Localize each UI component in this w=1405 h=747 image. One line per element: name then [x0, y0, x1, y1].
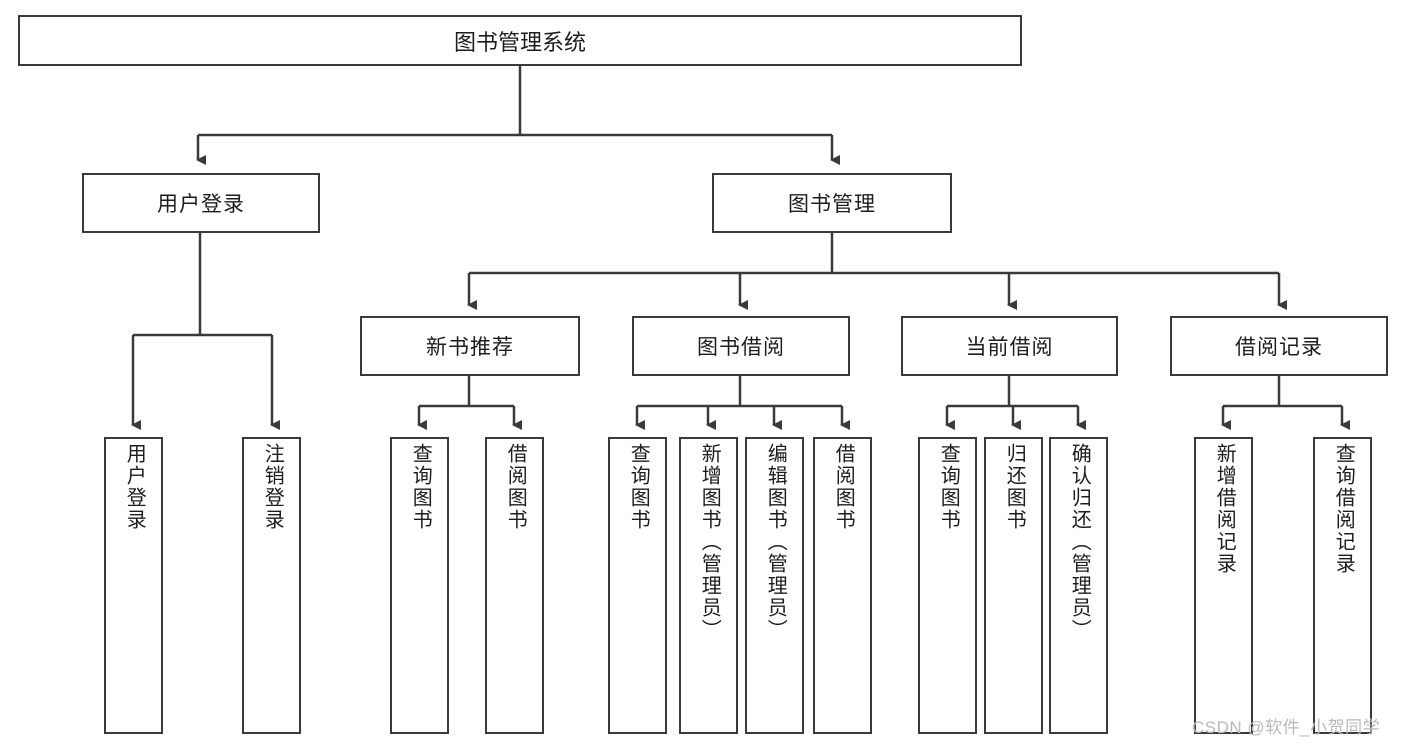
node-book-borrow-label: 图书借阅 [697, 336, 785, 359]
leaf-current-borrow-query[interactable]: 查询图书 [918, 437, 977, 734]
leaf-label: 查询借阅记录 [1332, 443, 1355, 575]
node-book-management-label: 图书管理 [788, 193, 876, 216]
leaf-label: 查询图书 [937, 443, 960, 531]
leaf-label: 注销登录 [261, 443, 284, 531]
leaf-book-borrow-add[interactable]: 新增图书（管理员） [679, 437, 738, 734]
node-book-borrow[interactable]: 图书借阅 [632, 316, 850, 376]
node-borrow-record-label: 借阅记录 [1235, 336, 1323, 359]
node-user-login[interactable]: 用户登录 [82, 173, 320, 233]
leaf-new-book-borrow[interactable]: 借阅图书 [485, 437, 544, 734]
leaf-label: 确认归还（管理员） [1068, 443, 1091, 641]
leaf-current-borrow-return[interactable]: 归还图书 [984, 437, 1043, 734]
watermark: CSDN @软件_小贺同学 [1192, 718, 1381, 737]
leaf-user-login-login[interactable]: 用户登录 [104, 437, 163, 734]
leaf-label: 借阅图书 [504, 443, 527, 531]
leaf-label: 编辑图书（管理员） [764, 443, 787, 641]
leaf-book-borrow-query[interactable]: 查询图书 [608, 437, 667, 734]
node-current-borrow[interactable]: 当前借阅 [901, 316, 1118, 376]
leaf-new-book-query[interactable]: 查询图书 [390, 437, 449, 734]
leaf-borrow-record-add[interactable]: 新增借阅记录 [1194, 437, 1253, 734]
node-new-book-recommend[interactable]: 新书推荐 [360, 316, 580, 376]
node-current-borrow-label: 当前借阅 [965, 336, 1054, 359]
node-borrow-record[interactable]: 借阅记录 [1170, 316, 1388, 376]
node-root[interactable]: 图书管理系统 [18, 15, 1022, 66]
leaf-book-borrow-borrow[interactable]: 借阅图书 [813, 437, 872, 734]
leaf-label: 归还图书 [1003, 443, 1026, 531]
leaf-label: 查询图书 [409, 443, 432, 531]
leaf-label: 借阅图书 [832, 443, 855, 531]
node-book-management[interactable]: 图书管理 [712, 173, 952, 233]
leaf-label: 用户登录 [123, 443, 146, 531]
node-root-label: 图书管理系统 [453, 29, 586, 55]
node-new-book-recommend-label: 新书推荐 [426, 336, 514, 359]
leaf-borrow-record-query[interactable]: 查询借阅记录 [1313, 437, 1372, 734]
leaf-current-borrow-confirm-return[interactable]: 确认归还（管理员） [1049, 437, 1108, 734]
leaf-label: 新增借阅记录 [1213, 443, 1236, 575]
node-user-login-label: 用户登录 [157, 193, 245, 216]
leaf-book-borrow-edit[interactable]: 编辑图书（管理员） [745, 437, 804, 734]
leaf-label: 新增图书（管理员） [698, 443, 721, 641]
leaf-label: 查询图书 [627, 443, 650, 531]
leaf-user-login-logout[interactable]: 注销登录 [242, 437, 301, 734]
